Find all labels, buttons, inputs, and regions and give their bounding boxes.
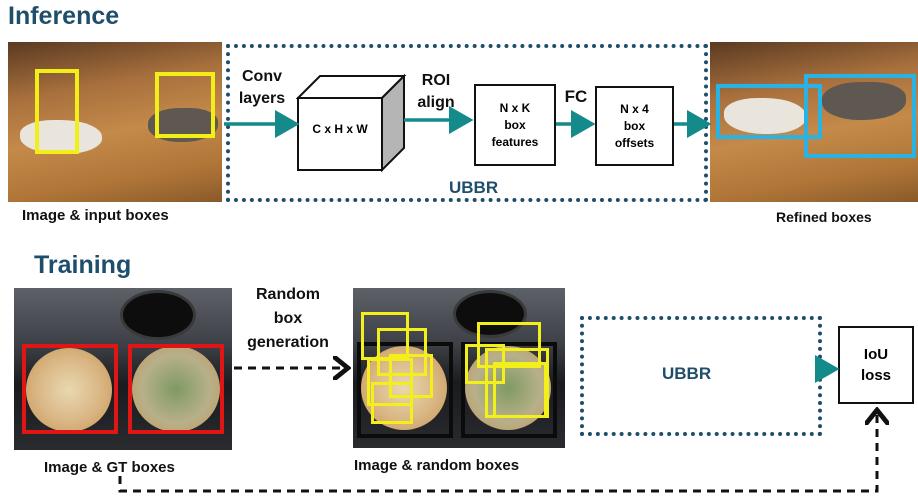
pan-shape <box>453 290 527 338</box>
cube-front-face <box>297 97 383 171</box>
input-caption: Image & input boxes <box>22 207 169 224</box>
conv-layers-label: Conv layers <box>238 68 286 107</box>
input-box-left <box>35 69 79 154</box>
iou-loss-box: IoU loss <box>838 326 914 404</box>
ubbr-inference-label: UBBR <box>449 178 499 197</box>
white-cat-shape <box>724 98 806 134</box>
gt-pizza-image <box>14 288 232 450</box>
refined-box-right <box>804 74 916 158</box>
box-offsets-box: N x 4 box offsets <box>595 86 674 166</box>
feature-map-cube <box>296 74 407 173</box>
gt-box-right <box>128 344 224 434</box>
random-box <box>465 344 505 384</box>
tabby-cat-shape <box>822 82 906 120</box>
roi-align-label: ROI align <box>417 72 455 111</box>
refined-cats-image <box>710 42 918 202</box>
training-title: Training <box>34 251 132 279</box>
feature-map-label: C x H x W <box>312 122 368 136</box>
fc-label: FC <box>564 87 588 106</box>
random-box <box>377 328 427 376</box>
inference-title: Inference <box>8 2 120 30</box>
random-pizza-image <box>353 288 565 448</box>
refined-caption: Refined boxes <box>776 209 872 225</box>
pizza-left-shape <box>26 348 112 432</box>
pan-shape <box>120 290 196 340</box>
gt-caption: Image & GT boxes <box>44 459 175 476</box>
random-generation-label: Random box generation <box>247 286 329 351</box>
gt-box-left <box>22 344 118 434</box>
input-box-right <box>155 72 215 138</box>
refined-box-left <box>716 84 822 139</box>
random-caption: Image & random boxes <box>354 457 520 474</box>
ubbr-training-label: UBBR <box>662 364 712 383</box>
random-box <box>389 354 433 398</box>
white-cat-shape <box>20 120 102 154</box>
box-features-box: N x K box features <box>474 84 556 166</box>
input-cats-image <box>8 42 222 202</box>
